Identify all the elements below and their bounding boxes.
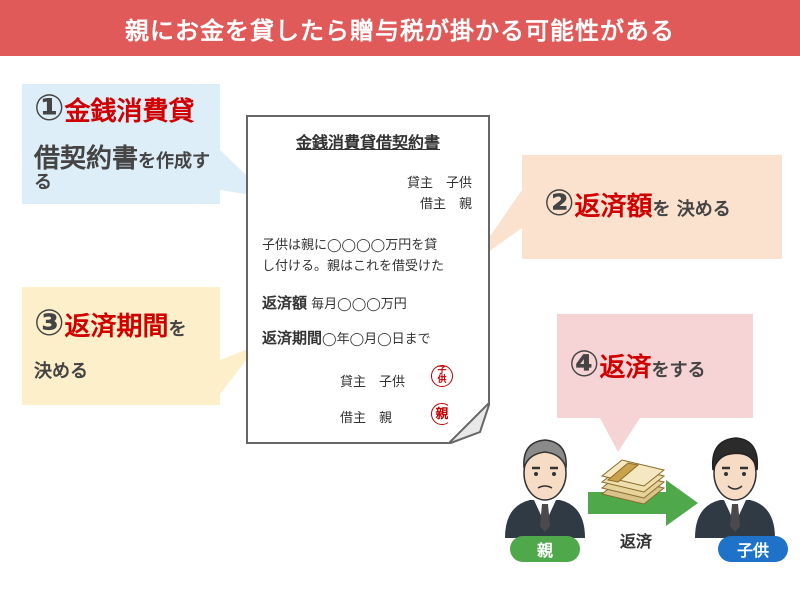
seal-stamp-child: 子供: [431, 365, 453, 387]
child-person-icon: [695, 437, 775, 538]
step-number-3: ③: [34, 303, 65, 344]
contract-repayment-period: 返済期間◯年◯月◯日まで: [262, 327, 431, 348]
contract-borrower: 借主 親: [419, 197, 472, 212]
callout-3-line-1: ③ 返済期間 を: [34, 303, 187, 344]
step-number-2: ②: [544, 183, 575, 224]
repayment-amount-label: 返済額: [262, 294, 308, 312]
callout-make-repayment: ④ 返済 をする: [557, 314, 753, 418]
callout-1-suffix-a: を作成す: [138, 151, 211, 172]
callout-1-term-part-1: 金銭消費貸: [64, 97, 195, 127]
callout-4-tail: [600, 418, 640, 452]
callout-create-contract: ① 金銭消費貸 借契約書を作成す る: [22, 84, 220, 204]
contract-body-line-1: 子供は親に◯◯◯◯万円を貸: [262, 238, 438, 253]
callout-1-term-part-2: 借契約書: [34, 144, 139, 174]
loan-contract-document: 金銭消費貸借契約書 貸主 子供 借主 親 子供は親に◯◯◯◯万円を貸 し付ける。…: [246, 115, 490, 444]
step-number-1: ①: [34, 88, 65, 129]
callout-set-repayment-period: ③ 返済期間 を 決める: [22, 287, 220, 405]
repayment-period-label: 返済期間: [262, 329, 323, 347]
repayment-period-value: ◯年◯月◯日まで: [322, 332, 431, 347]
callout-2-line: ② 返済額 を 決める: [544, 183, 731, 224]
parent-badge: 親: [510, 536, 580, 562]
callout-3-term: 返済期間: [64, 312, 169, 342]
signature-lender: 貸主 子供: [340, 375, 406, 390]
contract-repayment-amount: 返済額 毎月◯◯◯万円: [262, 292, 407, 313]
money-stack-icon: [600, 459, 666, 505]
callout-2-suffix: を 決める: [652, 199, 731, 220]
repayment-amount-value: 毎月◯◯◯万円: [311, 297, 407, 312]
parent-person-icon: [505, 439, 585, 538]
signature-borrower: 借主 親: [340, 411, 393, 426]
callout-3-suffix-b: 決める: [34, 361, 88, 382]
callout-1-suffix-b: る: [34, 172, 52, 193]
callout-3-suffix-a: を: [168, 319, 187, 340]
page-curl-icon: [448, 402, 490, 444]
callout-4-term: 返済: [599, 353, 652, 383]
callout-1-line-2: 借契約書を作成す: [34, 138, 210, 175]
callout-4-line: ④ 返済 をする: [569, 344, 706, 385]
contract-lender: 貸主 子供: [406, 176, 472, 191]
callout-4-suffix: をする: [651, 360, 706, 381]
repayment-label: 返済: [620, 532, 653, 551]
callout-2-term: 返済額: [574, 192, 653, 222]
callout-set-repayment-amount: ② 返済額 を 決める: [522, 155, 782, 259]
page-title: 親にお金を貸したら贈与税が掛かる可能性がある: [0, 0, 800, 56]
child-badge: 子供: [718, 536, 788, 562]
step-number-4: ④: [569, 344, 600, 385]
contract-body-line-2: し付ける。親はこれを借受けた: [262, 259, 445, 274]
callout-1-line-1: ① 金銭消費貸: [34, 88, 195, 129]
contract-title: 金銭消費貸借契約書: [295, 133, 440, 152]
